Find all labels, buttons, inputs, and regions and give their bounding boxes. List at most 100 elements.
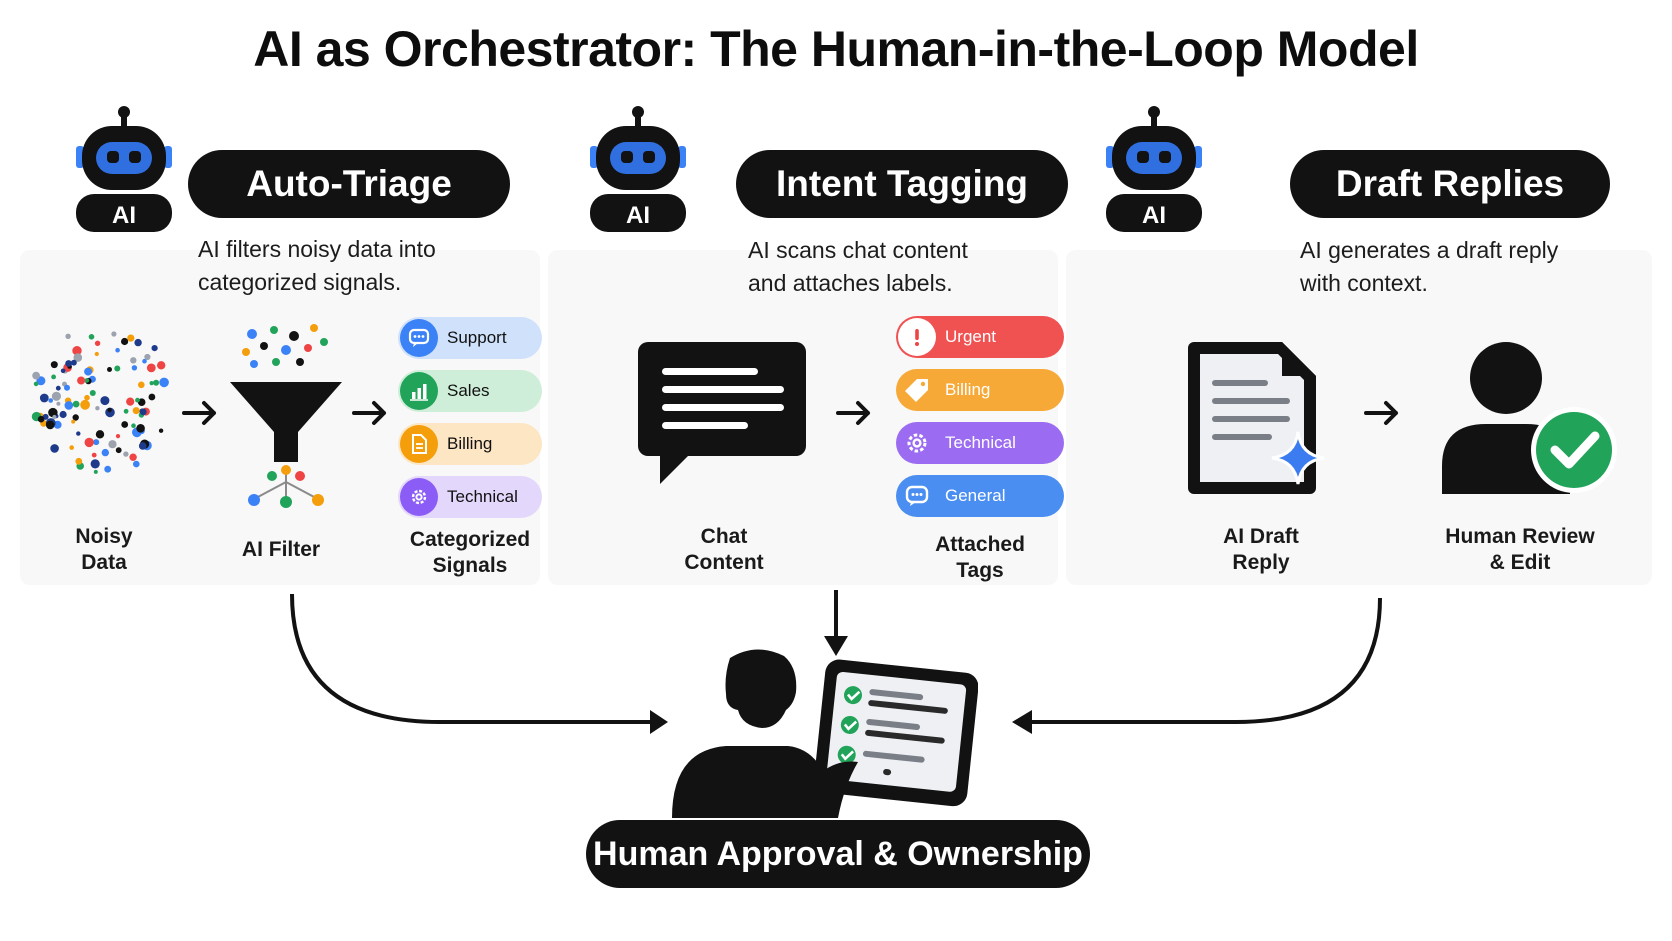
- tag-label: Support: [447, 328, 507, 347]
- noise-dot: [146, 363, 156, 373]
- noise-dot: [115, 347, 120, 353]
- noise-dot: [60, 368, 66, 374]
- noise-dot: [76, 431, 81, 436]
- noise-dot: [91, 452, 97, 458]
- chat-icon: [400, 319, 438, 357]
- gear-icon: [400, 478, 438, 516]
- noise-dot: [138, 381, 145, 389]
- noise-dot: [157, 361, 166, 370]
- ai-draft-document-icon: [1188, 342, 1325, 494]
- tag-sales: Sales: [398, 370, 542, 412]
- noise-dot: [95, 430, 105, 439]
- noise-dot: [135, 397, 140, 403]
- noise-dot: [134, 338, 142, 347]
- human-at-laptop-icon: [672, 649, 978, 818]
- noise-dot: [123, 408, 129, 414]
- section-heading-intent-tagging: Intent Tagging: [736, 150, 1068, 218]
- section-heading-draft-replies: Draft Replies: [1290, 150, 1610, 218]
- tag-label: Billing: [447, 434, 493, 453]
- robot-badge-label: AI: [1142, 202, 1166, 229]
- tag-label: General: [945, 486, 1006, 505]
- noise-dot: [123, 451, 129, 457]
- noise-dot: [93, 469, 98, 474]
- noise-dot: [37, 415, 45, 423]
- tag-urgent: Urgent: [896, 316, 1064, 358]
- noise-dot: [48, 407, 58, 418]
- noise-dot: [94, 351, 99, 357]
- bar-chart-icon: [400, 372, 438, 410]
- noise-dot: [131, 365, 138, 371]
- funnel-filter-icon: [230, 324, 342, 508]
- noise-dot: [144, 353, 151, 361]
- noise-dot: [88, 334, 95, 340]
- noise-dot: [107, 407, 112, 413]
- noise-dot: [158, 428, 164, 433]
- noise-dot: [114, 365, 121, 372]
- noise-dot: [72, 400, 80, 408]
- noise-dot: [126, 397, 135, 406]
- human-approval-ownership-banner: Human Approval & Ownership: [586, 820, 1090, 888]
- noise-dot: [149, 381, 154, 386]
- arrow-right-icon: [352, 401, 386, 425]
- noise-dot: [65, 360, 72, 367]
- noise-dot: [130, 357, 137, 364]
- connector-right: [1030, 597, 1382, 724]
- label-human-review-edit: Human Review& Edit: [1445, 525, 1595, 574]
- noise-dot: [127, 334, 135, 342]
- noise-dot: [153, 379, 160, 386]
- noise-dot: [84, 367, 93, 376]
- noise-dot: [95, 406, 100, 411]
- noise-dot: [132, 407, 140, 415]
- noise-dot: [148, 393, 156, 401]
- noise-dot: [51, 374, 56, 380]
- arrow-head-icon: [650, 710, 668, 734]
- noise-dot: [93, 439, 100, 446]
- robot-badge-label: AI: [626, 202, 650, 229]
- chat-bubble-icon: [638, 342, 806, 484]
- noise-dot: [50, 361, 58, 369]
- gear-icon: [898, 424, 936, 462]
- tag-label: Billing: [945, 380, 991, 399]
- tag-label: Technical: [945, 433, 1016, 452]
- tag-support: Support: [398, 317, 542, 359]
- noise-dot: [75, 457, 83, 465]
- robot-icon: AI: [1106, 106, 1202, 232]
- check-circle-icon: [1536, 412, 1612, 488]
- tag-billing: Billing: [398, 423, 542, 465]
- noise-dot: [84, 437, 94, 448]
- noise-dot: [159, 377, 169, 388]
- robot-icon: AI: [590, 106, 686, 232]
- noisy-data-scatter-icon: [31, 331, 169, 474]
- noise-dot: [131, 423, 136, 428]
- noise-dot: [73, 353, 83, 362]
- noise-dot: [90, 459, 100, 469]
- noise-dot: [71, 419, 76, 424]
- arrow-right-icon: [182, 401, 216, 425]
- noise-dot: [45, 420, 55, 430]
- tag-billing: Billing: [896, 369, 1064, 411]
- noise-dot: [89, 390, 96, 396]
- noise-dot: [133, 460, 140, 468]
- noise-dot: [59, 410, 67, 419]
- noise-dot: [94, 340, 101, 346]
- noise-dot: [64, 384, 70, 391]
- noise-dot: [121, 421, 129, 428]
- noise-dot: [80, 399, 90, 410]
- arrow-right-icon: [1364, 401, 1398, 425]
- noise-dot: [69, 445, 74, 450]
- noise-dot: [100, 396, 110, 406]
- robot-badge-label: AI: [112, 202, 136, 229]
- tag-technical: Technical: [896, 422, 1064, 464]
- arrow-right-icon: [836, 401, 870, 425]
- noise-dot: [111, 331, 117, 337]
- noise-dot: [115, 447, 122, 454]
- noise-dot: [65, 333, 71, 339]
- noise-dot: [115, 434, 121, 439]
- noise-dot: [32, 371, 40, 380]
- robot-icon: AI: [76, 106, 172, 232]
- chat-icon: [898, 477, 936, 515]
